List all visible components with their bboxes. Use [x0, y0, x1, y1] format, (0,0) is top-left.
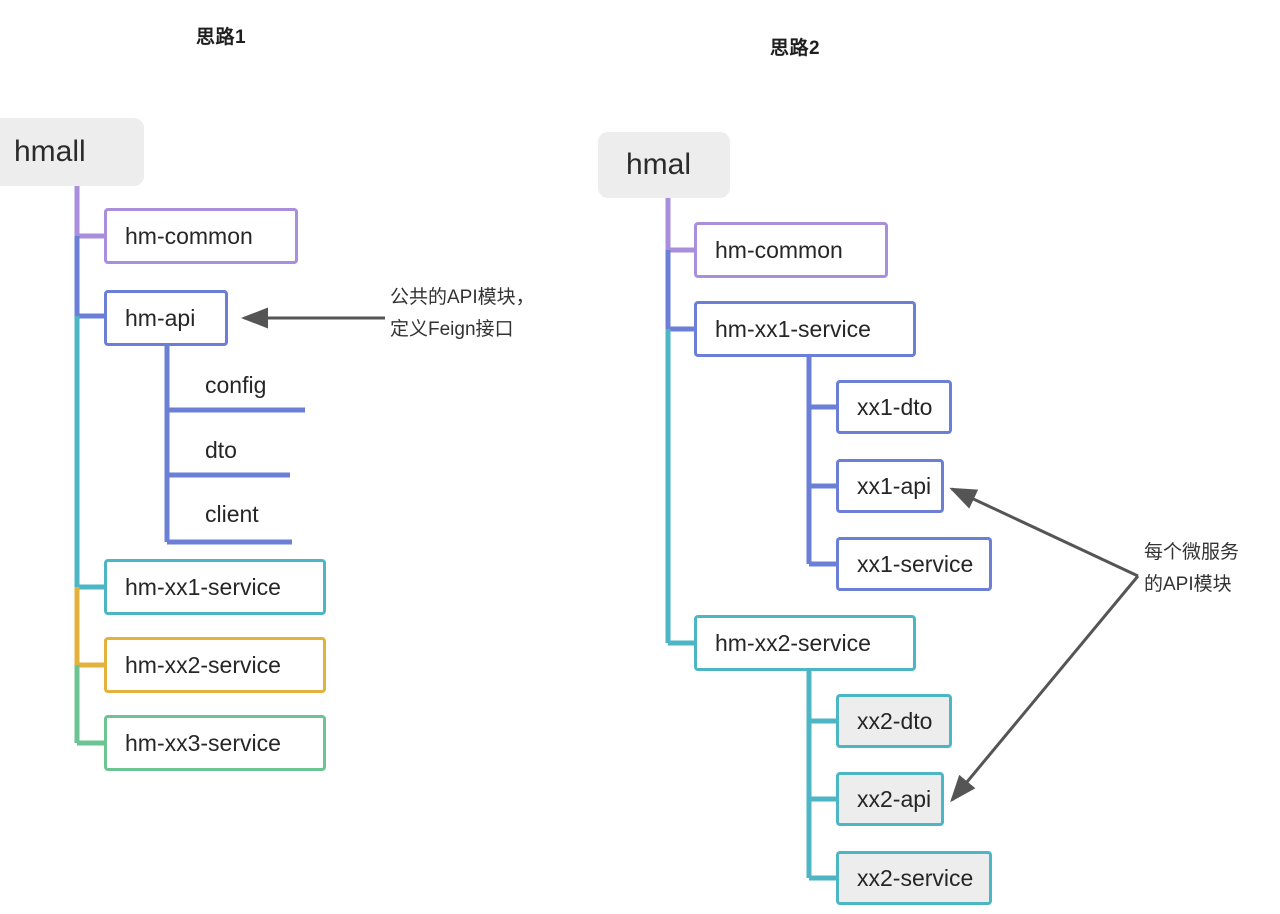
node-hm-common-idea2[interactable]: hm-common [694, 222, 888, 278]
panel-title-idea1: 思路1 [196, 27, 247, 48]
label-dto[interactable]: dto [205, 437, 237, 463]
node-xx2-service[interactable]: xx2-service [836, 851, 992, 905]
node-xx1-api-label: xx1-api [857, 472, 932, 499]
label-config[interactable]: config [205, 372, 267, 398]
node-xx2-dto[interactable]: xx2-dto [836, 694, 952, 748]
node-hmal[interactable]: hmal [598, 132, 730, 198]
node-xx1-dto-label: xx1-dto [857, 393, 933, 420]
node-xx1-service-label: xx1-service [857, 550, 974, 577]
node-hm-xx1-service-idea2[interactable]: hm-xx1-service [694, 301, 916, 357]
node-xx2-dto-label: xx2-dto [857, 707, 933, 734]
node-hm-xx2-service-idea1[interactable]: hm-xx2-service [104, 637, 326, 693]
annotation-idea2-line2: 的API模块 [1144, 574, 1232, 595]
node-hm-common-idea2-label: hm-common [715, 236, 843, 263]
node-xx2-api[interactable]: xx2-api [836, 772, 944, 826]
panel-title-idea2: 思路2 [770, 38, 821, 59]
node-hm-common-idea1[interactable]: hm-common [104, 208, 298, 264]
annotation-idea1: 公共的API模块， 定义Feign接口 [390, 282, 535, 346]
node-hm-xx3-service-idea1-label: hm-xx3-service [125, 729, 281, 756]
node-hm-xx2-service-idea1-label: hm-xx2-service [125, 651, 281, 678]
node-xx1-api[interactable]: xx1-api [836, 459, 944, 513]
node-hm-common-idea1-label: hm-common [125, 222, 253, 249]
node-hmall-label: hmall [14, 135, 86, 168]
node-xx1-dto[interactable]: xx1-dto [836, 380, 952, 434]
node-hmal-label: hmal [626, 148, 692, 181]
label-client[interactable]: client [205, 501, 259, 527]
node-xx1-service[interactable]: xx1-service [836, 537, 992, 591]
node-xx2-api-label: xx2-api [857, 785, 932, 812]
node-hm-xx1-service-idea1-label: hm-xx1-service [125, 573, 281, 600]
node-hm-xx3-service-idea1[interactable]: hm-xx3-service [104, 715, 326, 771]
annotation-idea1-line2: 定义Feign接口 [390, 319, 514, 340]
node-hm-api-label: hm-api [125, 304, 196, 331]
node-hm-xx1-service-idea2-label: hm-xx1-service [715, 315, 871, 342]
annotation-arrow-to-xx2-api [950, 575, 1140, 803]
annotation-idea1-line1: 公共的API模块， [390, 287, 535, 308]
node-hmall[interactable]: hmall [0, 118, 144, 186]
node-hm-xx1-service-idea1[interactable]: hm-xx1-service [104, 559, 326, 615]
node-hm-api[interactable]: hm-api [104, 290, 228, 346]
node-xx2-service-label: xx2-service [857, 864, 974, 891]
node-hm-xx2-service-idea2[interactable]: hm-xx2-service [694, 615, 916, 671]
node-hm-xx2-service-idea2-label: hm-xx2-service [715, 629, 871, 656]
annotation-idea2-line1: 每个微服务 [1144, 542, 1240, 563]
annotation-idea2: 每个微服务 的API模块 [1144, 537, 1239, 601]
